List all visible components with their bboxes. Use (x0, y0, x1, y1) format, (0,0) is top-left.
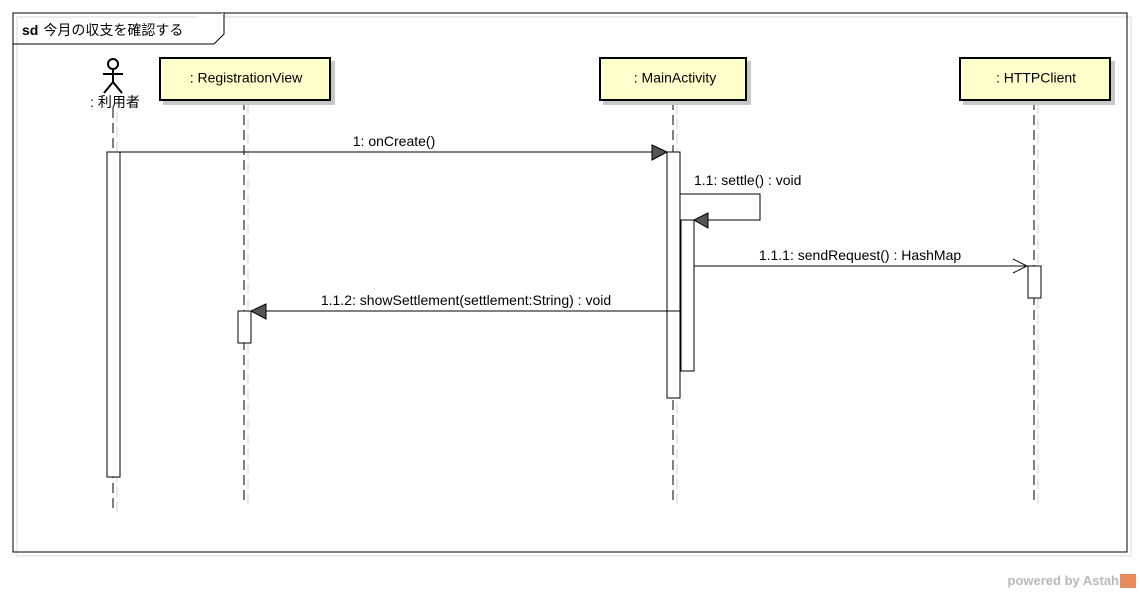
message-show-settlement: 1.1.2: showSettlement(settlement:String)… (249, 292, 680, 320)
activation-main-outer (666, 151, 681, 399)
lifeline-label: : HTTPClient (996, 70, 1076, 86)
message-label: 1: onCreate() (353, 133, 435, 149)
activation-http (1027, 265, 1042, 299)
activation-user (106, 151, 121, 478)
message-on-create: 1: onCreate() (120, 133, 669, 161)
astah-logo-icon (1120, 573, 1136, 588)
lifeline-label: : MainActivity (634, 70, 716, 86)
message-send-request: 1.1.1: sendRequest() : HashMap (694, 247, 1029, 274)
activation-bars (106, 151, 1042, 478)
lifeline-label: : RegistrationView (190, 70, 303, 86)
message-label: 1.1.1: sendRequest() : HashMap (759, 247, 962, 263)
lifeline-main-activity: : MainActivity (599, 57, 747, 101)
activation-main-inner (680, 219, 695, 372)
message-label: 1.1.2: showSettlement(settlement:String)… (321, 292, 611, 308)
actor-user: : 利用者 (90, 58, 140, 110)
actor-label: : 利用者 (90, 94, 140, 110)
astah-watermark: powered by Astah (1008, 573, 1136, 588)
lifeline-http-client: : HTTPClient (959, 57, 1111, 101)
message-settle: 1.1: settle() : void (680, 172, 801, 229)
lifeline-registration-view: : RegistrationView (159, 57, 331, 101)
watermark-text: powered by Astah (1007, 573, 1119, 588)
activation-registration (237, 310, 252, 344)
message-label: 1.1: settle() : void (694, 172, 801, 188)
stick-figure-icon (103, 58, 123, 94)
